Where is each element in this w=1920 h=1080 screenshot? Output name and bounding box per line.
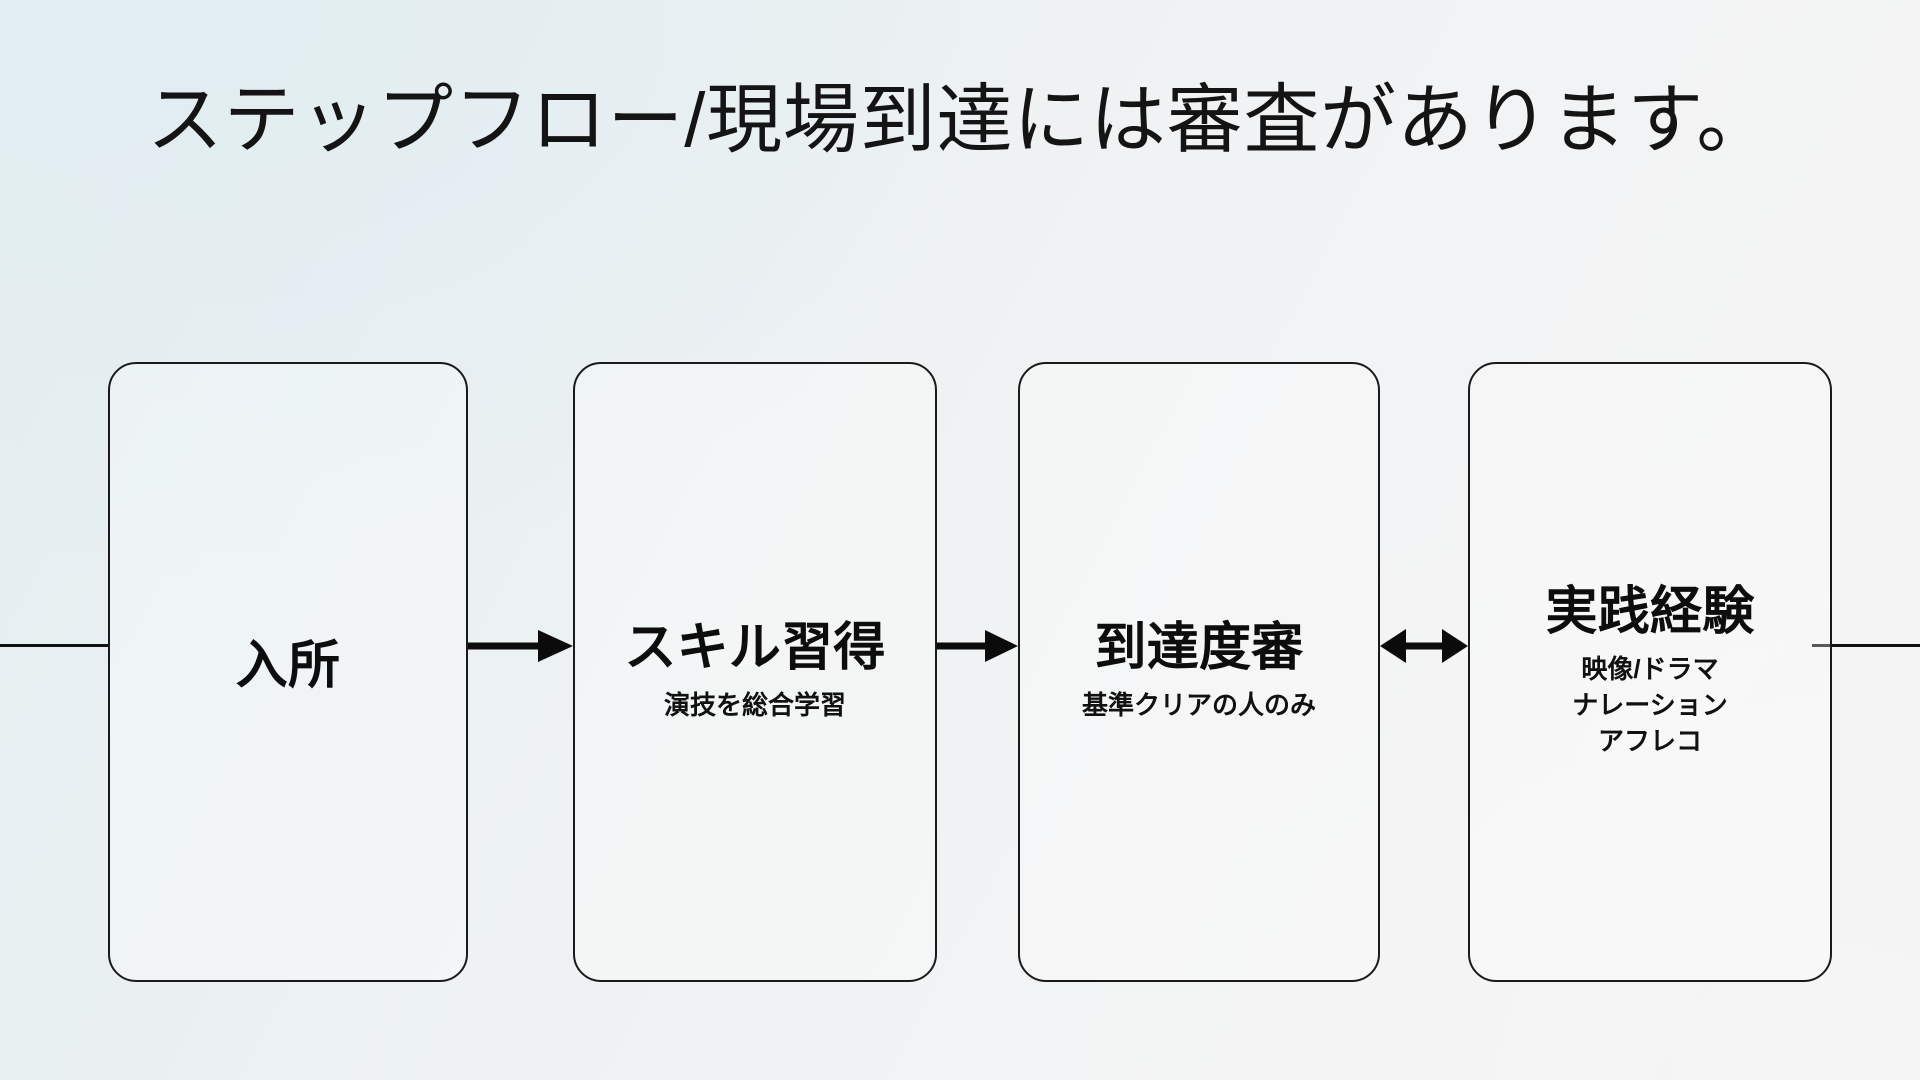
flow-node-assessment-sub-1: 基準クリアの人のみ	[1081, 690, 1316, 721]
flow-node-practice-title: 実践経験	[1545, 583, 1755, 642]
connector-arrow-right-2	[937, 620, 1018, 672]
flow-node-practice-subs: 映像/ドラマ ナレーション アフレコ	[1572, 652, 1727, 760]
flow-rail-right	[1812, 644, 1920, 647]
page-title: ステップフロー/現場到達には審査があります。	[146, 78, 1774, 163]
arrow-left-right-icon	[1380, 629, 1468, 663]
flow-node-practice-sub-3: アフレコ	[1597, 726, 1702, 757]
flow-node-practice-sub-2: ナレーション	[1572, 690, 1728, 721]
connector-arrow-both-3	[1380, 620, 1468, 672]
step-flow-diagram: 入所 スキル習得 演技を総合学習 到達度審	[0, 362, 1920, 992]
flow-node-skill-sub-1: 演技を総合学習	[663, 690, 846, 721]
flow-node-entry[interactable]: 入所	[108, 362, 468, 982]
flow-node-skill-title: スキル習得	[624, 618, 886, 677]
flow-node-entry-title: 入所	[235, 636, 341, 695]
flow-node-practice[interactable]: 実践経験 映像/ドラマ ナレーション アフレコ	[1468, 362, 1832, 982]
flow-node-assessment-subs: 基準クリアの人のみ	[1082, 688, 1316, 724]
arrow-right-icon	[468, 630, 573, 662]
flow-node-practice-sub-1: 映像/ドラマ	[1581, 654, 1719, 685]
flow-node-assessment-title: 到達度審	[1094, 618, 1304, 677]
arrow-right-icon	[937, 630, 1018, 662]
connector-arrow-right-1	[468, 620, 573, 672]
flow-node-skill-subs: 演技を総合学習	[664, 688, 846, 724]
flow-rail-left	[0, 644, 108, 647]
flow-node-skill[interactable]: スキル習得 演技を総合学習	[573, 362, 937, 982]
flow-node-assessment[interactable]: 到達度審 基準クリアの人のみ	[1018, 362, 1380, 982]
